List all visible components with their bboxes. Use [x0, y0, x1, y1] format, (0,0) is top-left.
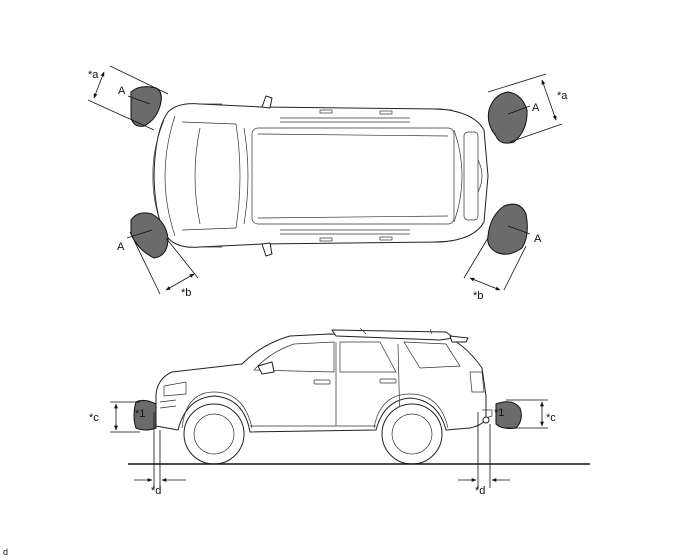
top-view-vehicle — [152, 95, 489, 257]
detection-area-side-front — [133, 399, 157, 431]
corner-mark: d — [3, 547, 8, 557]
label-a-front: *a — [88, 69, 99, 81]
label-d-front: *d — [151, 485, 161, 497]
detection-area-side-rear — [495, 401, 522, 429]
a-leader-lines — [126, 95, 531, 239]
side-view-dimensions — [110, 399, 548, 488]
label-A-front-right: A — [117, 241, 125, 253]
label-a-rear: *a — [557, 90, 568, 102]
detection-area-rear-left — [487, 91, 528, 144]
label-A-rear-left: A — [532, 102, 540, 114]
label-A-front-left: A — [118, 85, 126, 97]
label-d-rear: *d — [475, 485, 485, 497]
detection-area-rear-right — [487, 203, 528, 255]
label-b-rear: *b — [473, 290, 483, 302]
side-view-detection-areas — [133, 399, 522, 431]
detection-area-front-left — [130, 86, 162, 127]
diagram-labels: *a *a *b *b *c *c *d *d *1 *1 A A A A d — [3, 69, 568, 557]
detection-area-front-right — [130, 212, 169, 259]
side-view-vehicle — [155, 327, 493, 465]
top-view-dimensions — [87, 65, 563, 295]
label-c-rear: *c — [546, 412, 556, 424]
label-1-rear: *1 — [494, 407, 504, 419]
label-b-front: *b — [181, 287, 191, 299]
label-1-front: *1 — [135, 408, 145, 420]
label-A-rear-right: A — [534, 233, 542, 245]
label-c-front: *c — [89, 412, 99, 424]
top-view-detection-areas — [130, 86, 528, 259]
